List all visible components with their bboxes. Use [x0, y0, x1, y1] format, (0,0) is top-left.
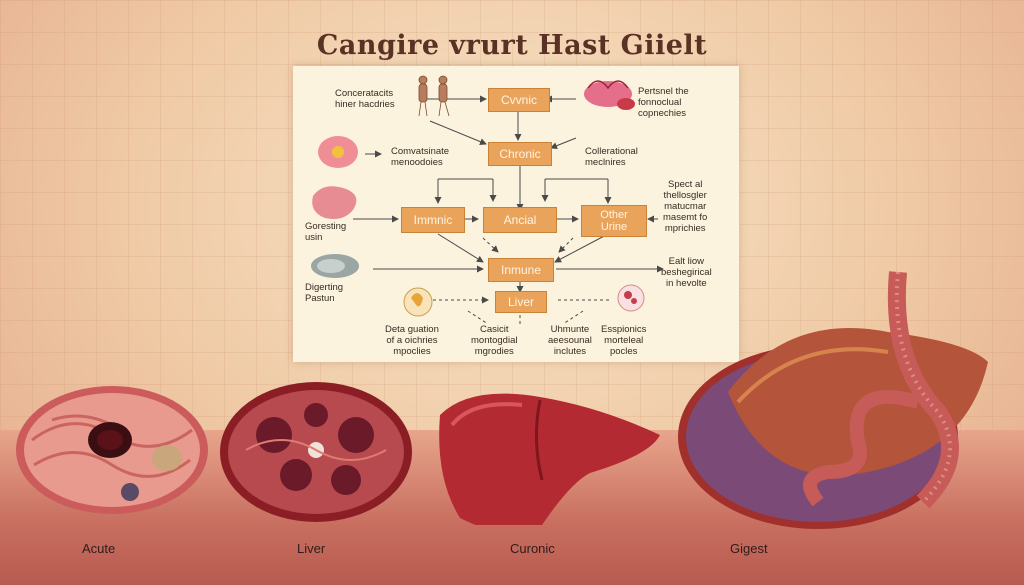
tissue-cluster-icon	[584, 80, 635, 110]
node-immnic: Immnic	[401, 207, 465, 233]
liver-cross-section-illustration	[220, 382, 412, 522]
node-liver: Liver	[495, 291, 547, 313]
node-cvvnic: Cvvnic	[488, 88, 550, 112]
acute-tissue-illustration	[16, 386, 208, 514]
liver-organ-illustration	[439, 393, 660, 525]
note-left-b: Digerting Pastun	[305, 282, 344, 304]
note-mid-right: Collerational meclnires	[585, 146, 638, 168]
node-other-urine: Other Urine	[581, 205, 647, 237]
note-left-a: Goresting usin	[305, 221, 347, 243]
page-title: Cangire vrurt Hast Giielt	[316, 30, 708, 61]
note-top-right: Pertsnel the fonnoclual copnechies	[638, 86, 689, 119]
node-inmune: Inmune	[488, 258, 554, 282]
note-mid-left: Comvatsinate menoodoies	[391, 146, 450, 168]
label-curonic: Curonic	[510, 541, 555, 556]
note-right-a: Spect al thellosgler matucmar masemt fo …	[663, 179, 708, 234]
flow-connectors	[311, 75, 664, 325]
note-top-left: Conceratacits hiner hacdries	[335, 88, 395, 110]
note-bottom-4: Esspionics morteleal pocles	[601, 324, 647, 357]
cell-flower-icon	[318, 136, 358, 168]
gray-organ-icon	[311, 254, 359, 278]
liver-small-icon	[403, 287, 433, 317]
note-bottom-3: Uhmunte aeesounal inclutes	[548, 324, 592, 357]
node-chronic: Chronic	[488, 142, 552, 166]
cell-small-icon	[617, 284, 645, 312]
note-bottom-1: Deta guation of a oichries mpoclies	[385, 324, 439, 357]
stomach-tissue-icon	[312, 186, 357, 219]
node-ancial: Ancial	[483, 207, 557, 233]
digestive-system-illustration	[678, 271, 988, 529]
label-liver: Liver	[297, 541, 326, 556]
label-gigest: Gigest	[730, 541, 768, 556]
flow-diagram-panel: Cvvnic Chronic Immnic Ancial Other Urine…	[293, 66, 739, 362]
human-figures-icon	[418, 75, 450, 117]
note-bottom-2: Casicit montogdial mgrodies	[471, 324, 518, 357]
label-acute: Acute	[82, 541, 116, 556]
note-right-b: Ealt liow beshegirical in hevolte	[661, 256, 712, 289]
